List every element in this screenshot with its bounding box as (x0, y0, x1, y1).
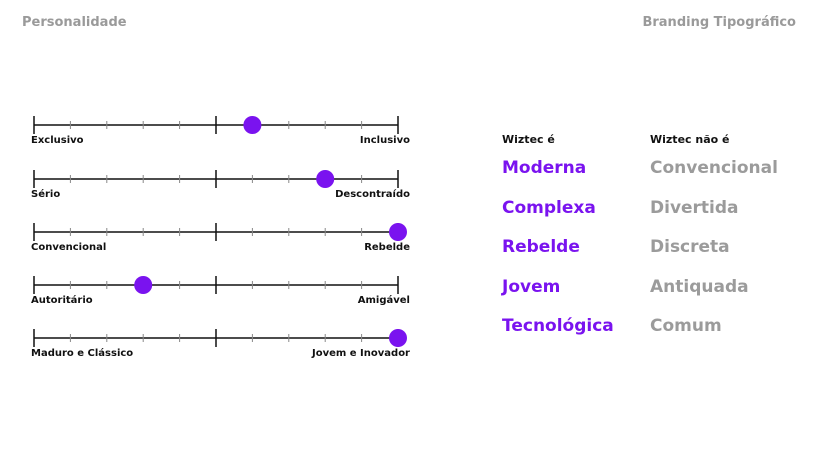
personality-scale-1: Exclusivo Inclusivo (30, 116, 410, 162)
is-word: Complexa (502, 198, 596, 218)
scale-marker (134, 276, 153, 294)
is-not-word: Convencional (650, 158, 778, 178)
section-title: Personalidade (22, 15, 127, 30)
scale-track (33, 329, 407, 347)
scale-marker (243, 116, 262, 134)
is-not-word: Discreta (650, 237, 730, 257)
scale-marker (389, 329, 407, 347)
scale-right-label: Descontraído (335, 189, 410, 200)
is-column-title: Wiztec é (502, 133, 555, 146)
scale-track (33, 116, 399, 134)
scale-left-label: Autoritário (31, 295, 93, 306)
scale-track (33, 223, 407, 241)
is-word: Jovem (502, 277, 561, 297)
page-subtitle: Branding Tipográfico (642, 15, 796, 30)
scale-right-label: Jovem e Inovador (312, 348, 410, 359)
personality-scale-4: Autoritário Amigável (30, 276, 410, 322)
is-not-word: Divertida (650, 198, 739, 218)
scale-left-label: Convencional (31, 242, 107, 253)
scale-marker (316, 170, 335, 188)
personality-scale-2: Sério Descontraído (30, 170, 410, 216)
scale-left-label: Maduro e Clássico (31, 348, 134, 359)
scale-right-label: Amigável (357, 295, 410, 306)
scale-track (33, 276, 399, 294)
is-not-word: Antiquada (650, 277, 749, 297)
scale-marker (389, 223, 407, 241)
scale-right-label: Rebelde (364, 242, 410, 253)
is-not-word: Comum (650, 316, 722, 336)
scale-track (33, 170, 399, 188)
scale-left-label: Exclusivo (31, 135, 84, 146)
is-word: Moderna (502, 158, 587, 178)
personality-scale-3: Convencional Rebelde (30, 223, 410, 269)
is-not-column-title: Wiztec não é (650, 133, 730, 146)
is-word: Tecnológica (502, 316, 614, 336)
scale-left-label: Sério (31, 189, 61, 200)
personality-scale-5: Maduro e Clássico Jovem e Inovador (30, 329, 410, 375)
scale-right-label: Inclusivo (359, 135, 410, 146)
is-word: Rebelde (502, 237, 580, 257)
